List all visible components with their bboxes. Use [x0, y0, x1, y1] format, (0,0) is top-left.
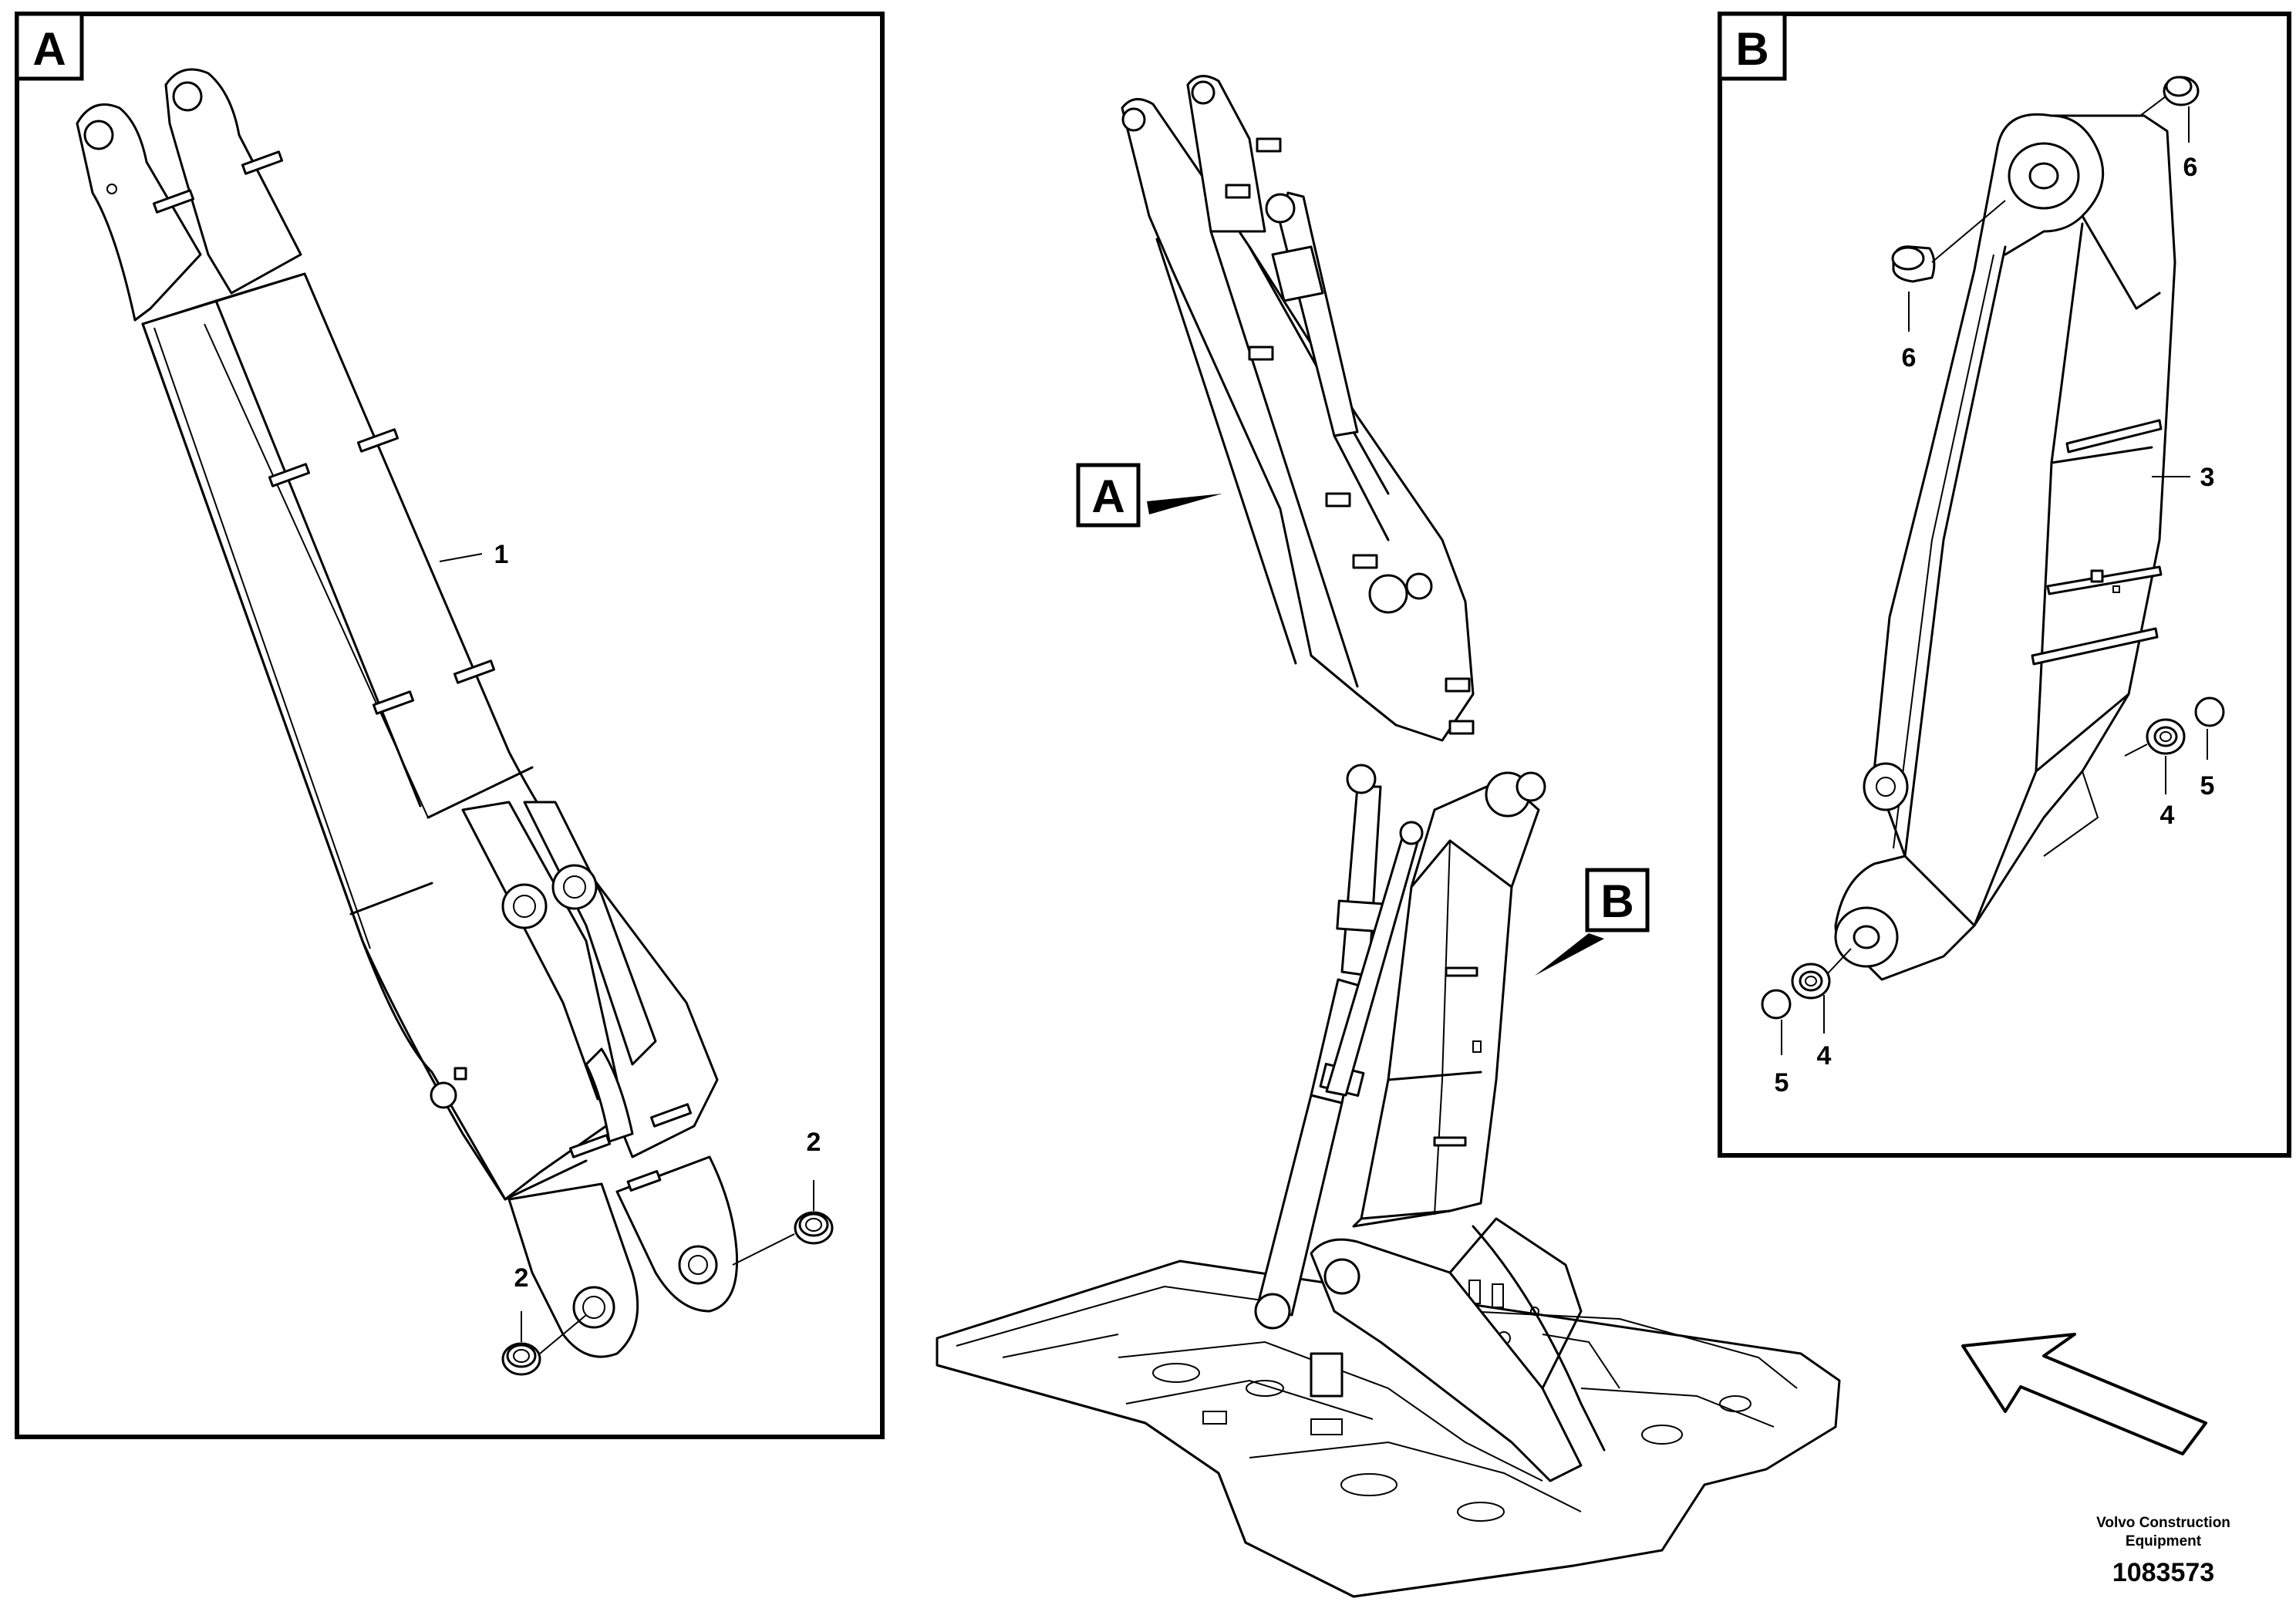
detail-b-panel: B — [1718, 12, 2291, 1158]
drawing-number: 1083573 — [2112, 1558, 2214, 1587]
boom-cylinder — [1254, 764, 1387, 1330]
callout-3: 3 — [2200, 463, 2215, 492]
detail-a-frame — [15, 12, 885, 1439]
main-tag-b-label: B — [1600, 875, 1633, 927]
upper-boom-main — [1121, 75, 1475, 742]
detail-b-tag-box — [1718, 12, 1787, 81]
main-tag-b: B — [1535, 868, 1650, 976]
boom-foot-bracket — [1310, 1238, 1583, 1482]
callout-leader-1 — [439, 553, 483, 562]
arm-cylinder — [1265, 191, 1390, 541]
lower-boom-drawing-b — [1834, 113, 2176, 981]
bushing-rear-b — [2124, 718, 2186, 757]
callout-2-right: 2 — [807, 1128, 821, 1157]
callout-1: 1 — [494, 540, 509, 569]
main-tag-a-label: A — [1091, 470, 1124, 522]
pin-top-b — [2139, 76, 2200, 116]
detail-b-frame — [1718, 12, 2291, 1158]
bushing-right-a — [732, 1211, 834, 1266]
callout-5-front: 5 — [1775, 1068, 1789, 1098]
detail-b-tag: B — [1735, 23, 1768, 75]
footer-block: Volvo Construction Equipment 1083573 — [2096, 1515, 2230, 1587]
company-name-line2: Equipment — [2126, 1533, 2202, 1549]
callout-6-top: 6 — [2183, 153, 2198, 182]
bushing-left-a — [501, 1314, 587, 1376]
callout-5-rear: 5 — [2200, 771, 2215, 801]
callout-4-front: 4 — [1817, 1041, 1832, 1071]
company-name-line1: Volvo Construction — [2096, 1515, 2230, 1531]
callout-6-left: 6 — [1902, 343, 1917, 373]
view-arrow-icon — [1961, 1333, 2207, 1455]
pin-left-b — [1891, 200, 2006, 283]
bushing-front-b — [1791, 948, 1852, 1000]
ring-rear-b — [2194, 696, 2225, 727]
detail-a-tag-box — [15, 12, 84, 81]
callout-4-rear: 4 — [2160, 801, 2175, 830]
callout-2-left: 2 — [514, 1263, 529, 1293]
detail-a-panel: A — [15, 12, 885, 1439]
boom-drawing-a — [76, 68, 739, 1358]
detail-a-tag: A — [32, 23, 66, 75]
main-assembly-view — [936, 75, 1841, 1598]
main-tag-a: A — [1076, 463, 1222, 528]
lower-boom-main — [1352, 771, 1546, 1228]
ring-front-b — [1761, 989, 1792, 1020]
upper-frame — [936, 1259, 1841, 1598]
